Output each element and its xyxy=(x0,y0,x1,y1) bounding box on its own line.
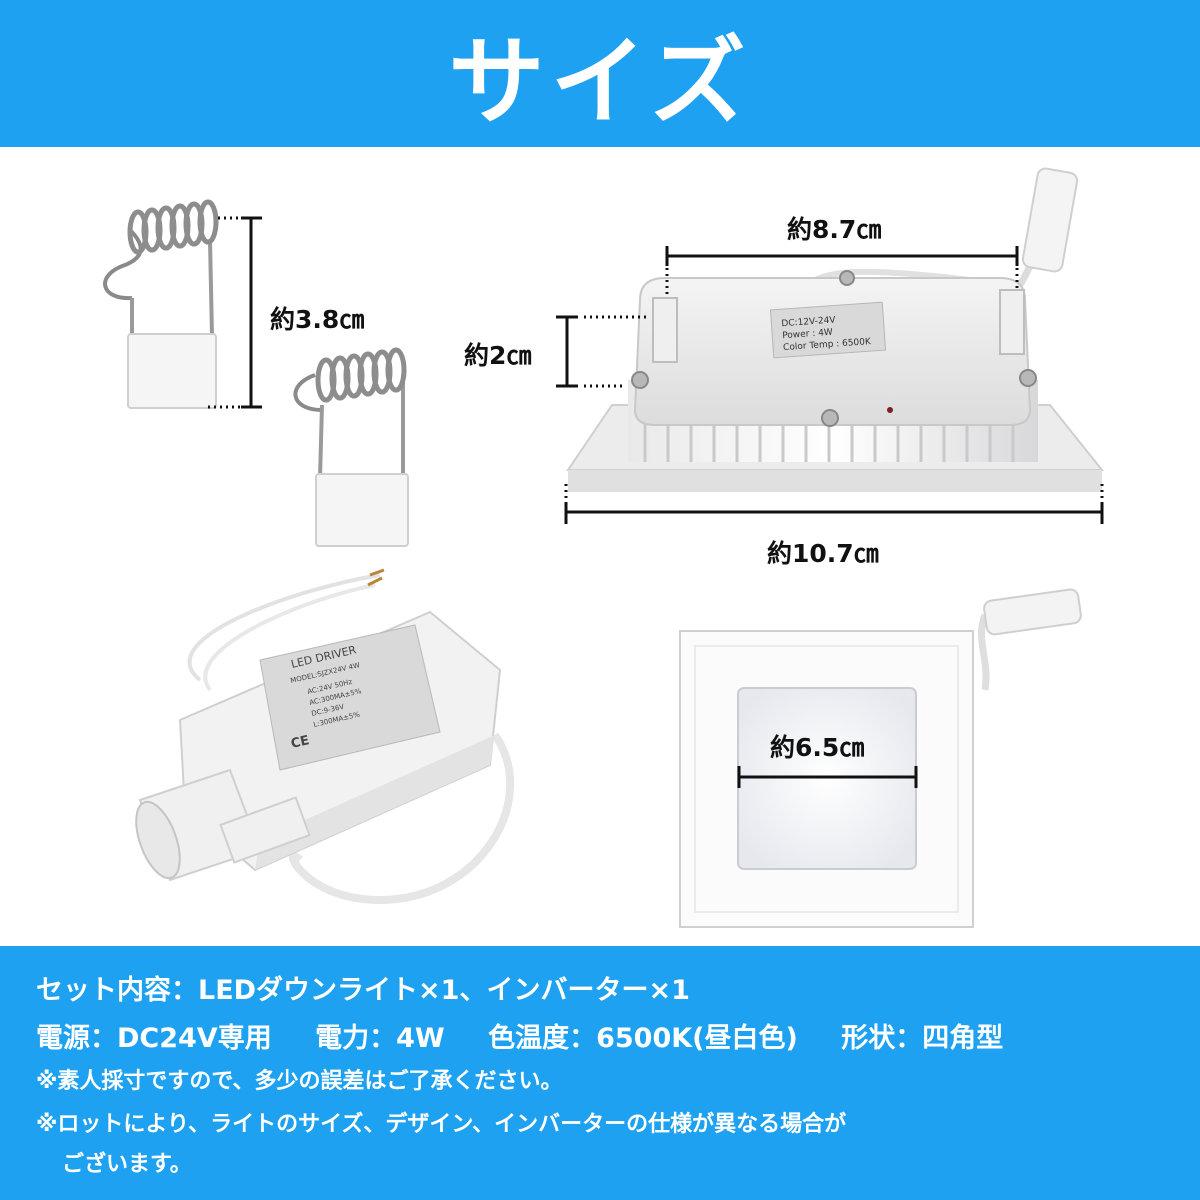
led-driver: LED DRIVER MODEL:SJZX24V 4W AC:24V 50Hz … xyxy=(135,568,515,905)
color-temperature: 色温度：6500K(昼白色) xyxy=(488,1023,798,1054)
outer-width-dimension xyxy=(564,484,1104,524)
face-width-dimension xyxy=(737,766,918,788)
spring-height-label: 約3.8㎝ xyxy=(270,305,365,334)
top-width-label: 約8.7㎝ xyxy=(787,215,882,244)
depth-dimension xyxy=(556,315,650,388)
note-lot-variation: ※ロットにより、ライトのサイズ、デザイン、インバーターの仕様が異なる場合が xyxy=(36,1112,847,1137)
depth-label: 約2㎝ xyxy=(464,341,532,370)
spec-footer: セット内容：LEDダウンライト×1、インバーター×1 電源：DC24V専用 電力… xyxy=(0,946,1200,1200)
ce-mark: CE xyxy=(290,733,311,752)
top-width-dimension xyxy=(665,246,1019,298)
back-label-line2: Power : 4W xyxy=(782,328,833,342)
spring-clip-2 xyxy=(293,347,409,547)
shape: 形状：四角型 xyxy=(841,1023,1004,1054)
spring-height-dimension xyxy=(208,216,262,409)
downlight-front-view xyxy=(679,588,1082,928)
header-banner: サイズ xyxy=(0,0,1200,147)
page-title: サイズ xyxy=(448,26,752,138)
note-lot-variation-cont: ございます。 xyxy=(62,1152,192,1177)
spec-row: 電源：DC24V専用 電力：4W 色温度：6500K(昼白色) 形状：四角型 xyxy=(36,1016,1037,1055)
note-measurement: ※素人採寸ですので、多少の誤差はご了承ください。 xyxy=(36,1069,563,1094)
power-source: 電源：DC24V専用 xyxy=(36,1023,272,1054)
face-width-label: 約6.5㎝ xyxy=(770,733,865,762)
spring-clip-1 xyxy=(103,199,219,409)
set-contents: セット内容：LEDダウンライト×1、インバーター×1 xyxy=(36,975,690,1006)
downlight-back-view: DC:12V-24V Power : 4W Color Temp : 6500K xyxy=(566,167,1105,492)
wattage: 電力：4W xyxy=(315,1023,445,1054)
back-label-line1: DC:12V-24V xyxy=(781,315,837,329)
outer-width-label: 約10.7㎝ xyxy=(767,539,879,568)
